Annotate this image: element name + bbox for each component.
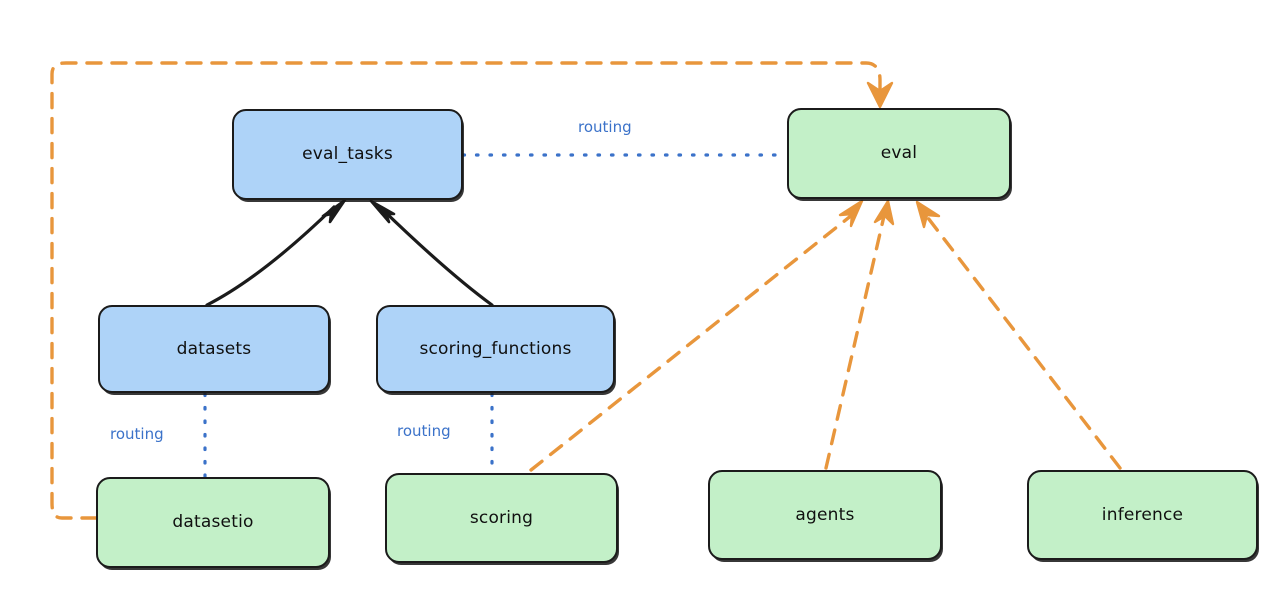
node-eval-tasks[interactable]: eval_tasks bbox=[232, 109, 463, 200]
edge-scoring-functions-to-eval-tasks bbox=[369, 199, 494, 307]
edge-datasetio-to-eval bbox=[50, 61, 894, 520]
node-label-eval: eval bbox=[880, 143, 918, 163]
node-datasets[interactable]: datasets bbox=[98, 305, 330, 393]
node-eval[interactable]: eval bbox=[787, 108, 1011, 199]
node-label-scoring-functions: scoring_functions bbox=[419, 338, 572, 359]
edge-datasets-to-eval-tasks bbox=[205, 198, 347, 307]
node-label-eval-tasks: eval_tasks bbox=[302, 144, 393, 164]
edge-label-routing-datasets: routing bbox=[110, 425, 164, 443]
edge-agents-to-eval bbox=[824, 199, 895, 470]
node-label-scoring: scoring bbox=[469, 507, 534, 528]
edge-label-routing-scoring-functions: routing bbox=[397, 422, 451, 440]
node-label-inference: inference bbox=[1101, 504, 1184, 525]
node-label-agents: agents bbox=[795, 504, 855, 525]
node-label-datasets: datasets bbox=[176, 338, 252, 359]
node-scoring[interactable]: scoring bbox=[385, 473, 618, 563]
node-agents[interactable]: agents bbox=[708, 470, 942, 560]
edge-label-routing-eval-tasks: routing bbox=[578, 118, 632, 136]
node-datasetio[interactable]: datasetio bbox=[96, 477, 330, 568]
node-label-datasetio: datasetio bbox=[172, 512, 254, 532]
edge-inference-to-eval bbox=[915, 200, 1122, 470]
edge-scoring-to-eval bbox=[529, 199, 864, 472]
node-inference[interactable]: inference bbox=[1027, 470, 1258, 560]
node-scoring-functions[interactable]: scoring_functions bbox=[376, 305, 615, 393]
